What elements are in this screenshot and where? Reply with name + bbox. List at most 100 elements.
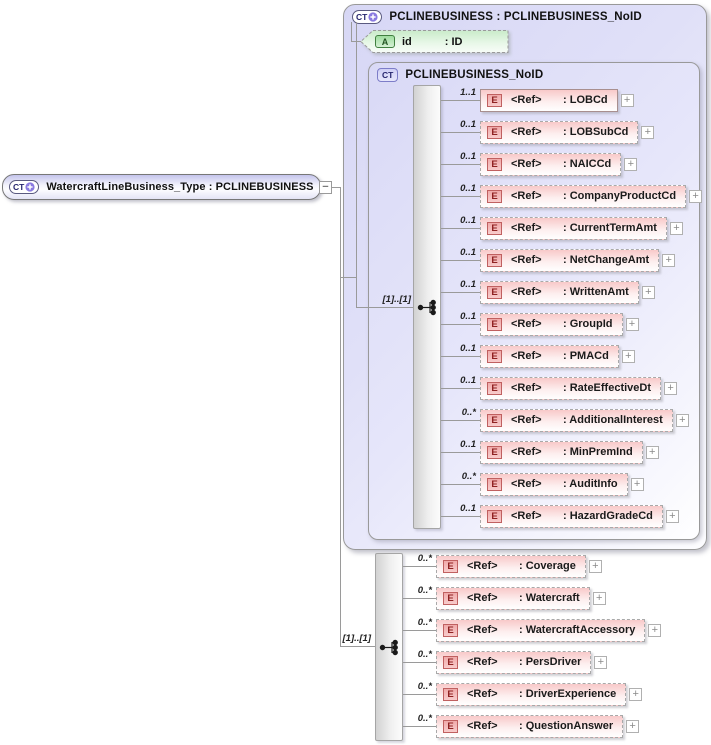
attribute-content: A id : ID	[375, 30, 463, 53]
element-row: E<Ref>: LOBSubCd+	[480, 120, 655, 144]
element-row: E<Ref>: GroupId+	[480, 312, 639, 336]
element-ref-box[interactable]: E<Ref>: RateEffectiveDt	[480, 376, 662, 400]
expand-button[interactable]: +	[621, 349, 635, 363]
element-ref-box[interactable]: E<Ref>: AuditInfo	[480, 472, 628, 496]
sequence-icon[interactable]	[379, 639, 403, 656]
element-ref-label: <Ref>	[511, 446, 542, 458]
element-ref-box[interactable]: E<Ref>: MinPremInd	[480, 440, 643, 464]
cardinality-label: 0..1	[460, 247, 476, 258]
attribute-icon: A	[375, 35, 395, 48]
element-name: : LOBCd	[563, 94, 608, 106]
cardinality-label: 0..*	[417, 553, 432, 564]
element-ref-box[interactable]: E<Ref>: HazardGradeCd	[480, 504, 663, 528]
element-ref-box[interactable]: E<Ref>: Coverage	[436, 554, 586, 578]
inner-container-title: PCLINEBUSINESS_NoID	[405, 69, 544, 81]
element-row: E<Ref>: NAICCd+	[480, 152, 638, 176]
connector-line	[441, 420, 480, 421]
element-name: : AdditionalInterest	[563, 414, 663, 426]
element-ref-label: <Ref>	[467, 688, 498, 700]
expand-button[interactable]: +	[665, 509, 679, 523]
element-ref-box[interactable]: E<Ref>: LOBCd	[480, 88, 618, 112]
element-name: : CurrentTermAmt	[563, 222, 657, 234]
element-ref-box[interactable]: E<Ref>: LOBSubCd	[480, 120, 639, 144]
element-ref-box[interactable]: E<Ref>: PMACd	[480, 344, 619, 368]
element-ref-box[interactable]: E<Ref>: QuestionAnswer	[436, 714, 624, 738]
element-ref-label: <Ref>	[511, 286, 542, 298]
element-icon: E	[443, 655, 458, 669]
element-ref-box[interactable]: E<Ref>: WrittenAmt	[480, 280, 639, 304]
element-ref-box[interactable]: E<Ref>: CurrentTermAmt	[480, 216, 667, 240]
element-ref-label: <Ref>	[511, 222, 542, 234]
connector-line	[441, 516, 480, 517]
element-icon: E	[487, 317, 502, 331]
element-ref-box[interactable]: E<Ref>: WatercraftAccessory	[436, 618, 646, 642]
element-ref-label: <Ref>	[467, 656, 498, 668]
cardinality-label: 0..1	[460, 311, 476, 322]
expand-button[interactable]: +	[648, 623, 662, 637]
element-icon: E	[443, 719, 458, 733]
element-icon: E	[487, 125, 502, 139]
element-icon: E	[443, 687, 458, 701]
element-ref-box[interactable]: E<Ref>: PersDriver	[436, 650, 592, 674]
element-ref-box[interactable]: E<Ref>: CompanyProductCd	[480, 184, 687, 208]
connector-line	[351, 41, 361, 42]
element-icon: E	[487, 93, 502, 107]
expand-button[interactable]: +	[624, 157, 638, 171]
connector-line	[441, 228, 480, 229]
connector-line	[441, 324, 480, 325]
element-name: : WatercraftAccessory	[519, 624, 636, 636]
element-ref-box[interactable]: E<Ref>: NetChangeAmt	[480, 248, 660, 272]
element-ref-box[interactable]: E<Ref>: Watercraft	[436, 586, 590, 610]
expand-button[interactable]: +	[641, 125, 655, 139]
collapse-button[interactable]: −	[319, 181, 332, 194]
expand-button[interactable]: +	[594, 655, 608, 669]
cardinality-label: 1..1	[460, 87, 476, 98]
complextype-icon-label: CT	[356, 11, 368, 22]
expand-button[interactable]: +	[629, 687, 643, 701]
element-icon: E	[487, 285, 502, 299]
expand-button[interactable]: +	[620, 93, 634, 107]
connector-line	[403, 726, 436, 727]
expand-button[interactable]: +	[588, 559, 602, 573]
element-name: : Coverage	[519, 560, 576, 572]
cardinality-label: 0..1	[460, 503, 476, 514]
expand-button[interactable]: +	[625, 317, 639, 331]
element-row: E<Ref>: WrittenAmt+	[480, 280, 655, 304]
expand-button[interactable]: +	[664, 381, 678, 395]
occurrence-label: [1]..[1]	[382, 294, 412, 305]
sequence-icon[interactable]	[417, 299, 441, 316]
cardinality-label: 0..*	[461, 471, 476, 482]
complextype-icon-label: CT	[13, 181, 25, 192]
connector-line	[340, 277, 356, 278]
expand-button[interactable]: +	[592, 591, 606, 605]
element-row: E<Ref>: DriverExperience+	[436, 682, 643, 706]
connector-line	[441, 388, 480, 389]
element-ref-box[interactable]: E<Ref>: GroupId	[480, 312, 623, 336]
expand-button[interactable]: +	[662, 253, 676, 267]
attribute-shape	[360, 30, 509, 53]
expand-button[interactable]: +	[689, 189, 703, 203]
element-row: E<Ref>: AdditionalInterest+	[480, 408, 689, 432]
root-element-box[interactable]: CT WatercraftLineBusiness_Type : PCLINEB…	[2, 174, 321, 200]
element-ref-box[interactable]: E<Ref>: NAICCd	[480, 152, 622, 176]
expand-button[interactable]: +	[675, 413, 689, 427]
element-icon: E	[487, 157, 502, 171]
cardinality-label: 0..1	[460, 183, 476, 194]
attribute-box-id[interactable]: A id : ID	[360, 30, 509, 53]
expand-button[interactable]: +	[626, 719, 640, 733]
element-icon: E	[487, 189, 502, 203]
complextype-icon: CT	[377, 68, 399, 82]
element-icon: E	[487, 445, 502, 459]
expand-button[interactable]: +	[630, 477, 644, 491]
expand-button[interactable]: +	[645, 445, 659, 459]
element-row: E<Ref>: CurrentTermAmt+	[480, 216, 683, 240]
element-icon: E	[487, 349, 502, 363]
root-element-label: WatercraftLineBusiness_Type : PCLINEBUSI…	[46, 181, 314, 193]
expand-button[interactable]: +	[669, 221, 683, 235]
element-ref-box[interactable]: E<Ref>: AdditionalInterest	[480, 408, 673, 432]
element-row: E<Ref>: NetChangeAmt+	[480, 248, 676, 272]
expand-button[interactable]: +	[641, 285, 655, 299]
connector-line	[441, 452, 480, 453]
element-ref-box[interactable]: E<Ref>: DriverExperience	[436, 682, 627, 706]
connector-line	[403, 662, 436, 663]
